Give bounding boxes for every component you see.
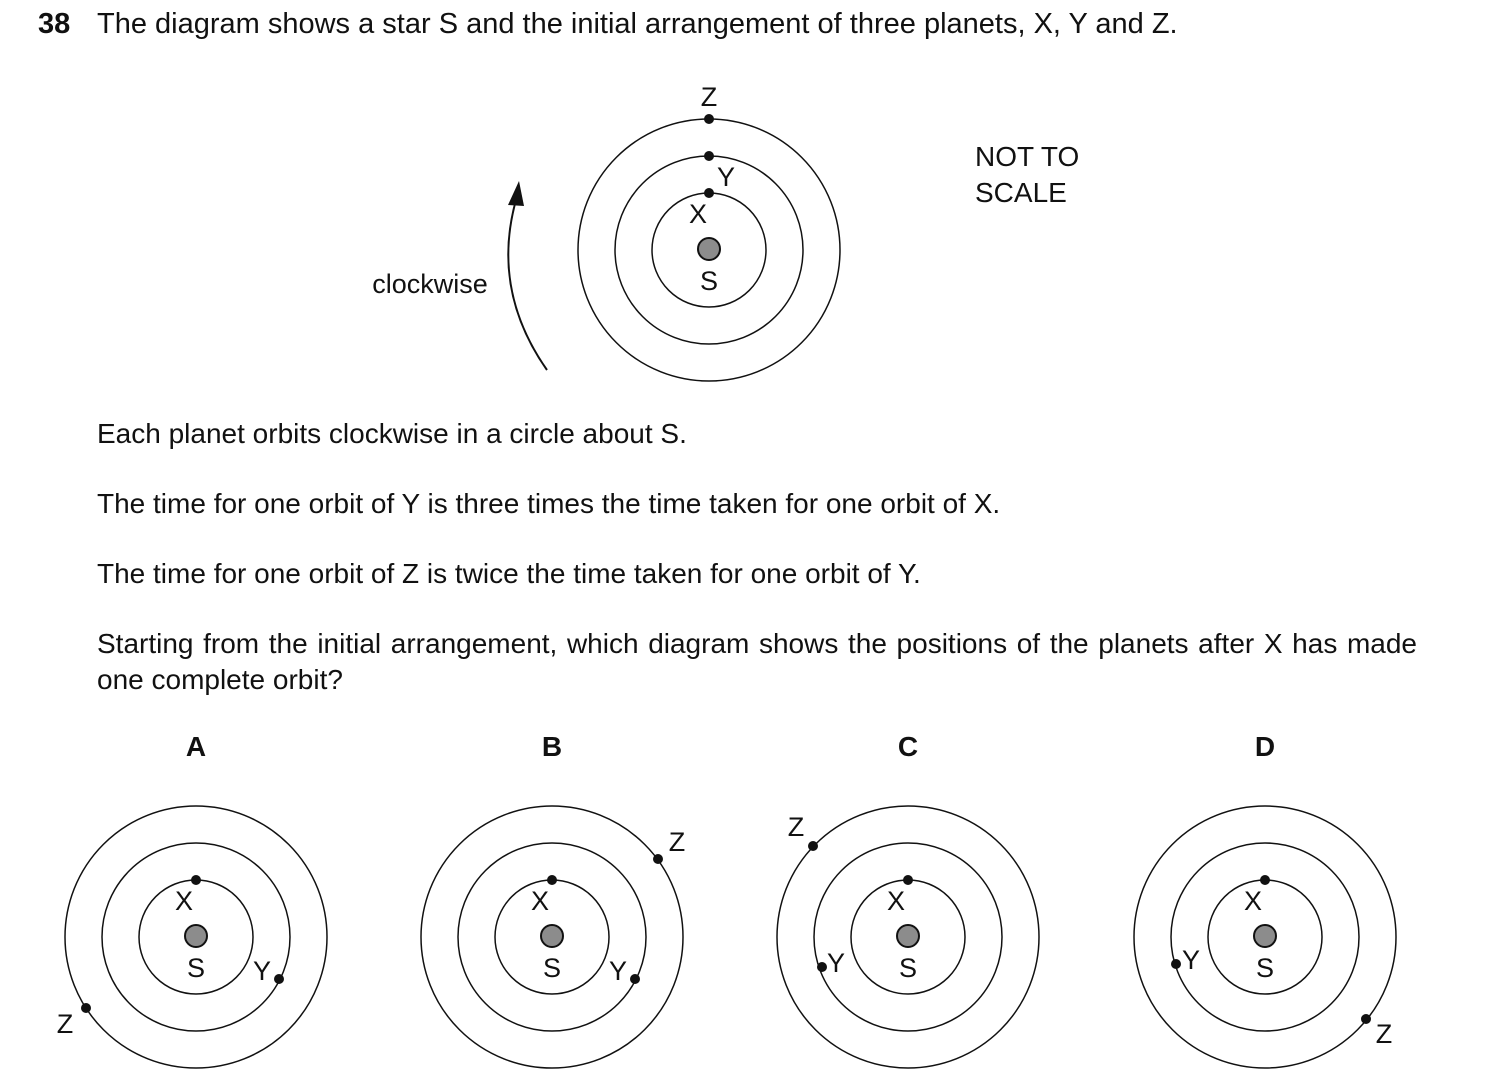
planet-z [704, 114, 714, 124]
arrowhead-icon [508, 181, 524, 206]
star-s [184, 924, 208, 948]
planet-x-label: X [689, 199, 707, 229]
planet-x [1260, 875, 1270, 885]
scale-note-line2: SCALE [975, 177, 1067, 208]
planet-x-label: X [887, 886, 905, 916]
option-a-label[interactable]: A [185, 731, 207, 762]
option-b-label[interactable]: B [541, 731, 563, 762]
star-s [697, 237, 721, 261]
planet-y [1171, 959, 1181, 969]
orbit-y [101, 842, 291, 1032]
planet-y-label: Y [827, 948, 845, 978]
orbit-y [1170, 842, 1360, 1032]
planet-y-label: Y [717, 162, 735, 192]
star-label: S [187, 953, 205, 983]
orbit-y [813, 842, 1003, 1032]
star-label: S [700, 266, 718, 296]
paragraph-question: Starting from the initial arrangement, w… [97, 628, 1417, 695]
clockwise-arrow [507, 199, 548, 371]
option-c-label[interactable]: C [897, 731, 919, 762]
star-s [1253, 924, 1277, 948]
option-d-diagram[interactable]: S X Y Z [1133, 805, 1397, 1069]
main-orbit-diagram: S Z Y X clockwise NOT TO SCALE [372, 82, 1079, 382]
question-stem: The diagram shows a star S and the initi… [97, 8, 1178, 40]
planet-x [704, 188, 714, 198]
planet-z-label: Z [701, 82, 718, 112]
orbit-z [64, 805, 328, 1069]
star-s [540, 924, 564, 948]
planet-y [817, 962, 827, 972]
planet-y-label: Y [609, 956, 627, 986]
option-d-label[interactable]: D [1254, 731, 1276, 762]
planet-y-label: Y [1182, 945, 1200, 975]
planet-x [191, 875, 201, 885]
planet-y-label: Y [253, 956, 271, 986]
star-label: S [543, 953, 561, 983]
star-label: S [899, 953, 917, 983]
paragraph-y-period: The time for one orbit of Y is three tim… [97, 488, 1001, 519]
planet-z-label: Z [1376, 1019, 1393, 1049]
planet-x-label: X [1244, 886, 1262, 916]
paragraph-z-period: The time for one orbit of Z is twice the… [97, 558, 921, 589]
planet-z-label: Z [57, 1009, 74, 1039]
planet-y [274, 974, 284, 984]
paragraph-orbit-direction: Each planet orbits clockwise in a circle… [97, 418, 687, 449]
planet-x [903, 875, 913, 885]
planet-z-label: Z [788, 812, 805, 842]
orbit-z [420, 805, 684, 1069]
question-number: 38 [38, 8, 71, 40]
star-label: S [1256, 953, 1274, 983]
planet-z [808, 841, 818, 851]
option-a-diagram[interactable]: S X Y Z [57, 805, 328, 1069]
option-c-diagram[interactable]: S X Y Z [776, 805, 1040, 1069]
planet-z [653, 854, 663, 864]
planet-y [630, 974, 640, 984]
planet-z-label: Z [669, 827, 686, 857]
option-b-diagram[interactable]: S X Y Z [420, 805, 686, 1069]
planet-x-label: X [175, 886, 193, 916]
star-s [896, 924, 920, 948]
planet-x-label: X [531, 886, 549, 916]
planet-z [81, 1003, 91, 1013]
scale-note-line1: NOT TO [975, 141, 1079, 172]
planet-x [547, 875, 557, 885]
planet-z [1361, 1014, 1371, 1024]
orbit-y [457, 842, 647, 1032]
orbit-z [776, 805, 1040, 1069]
direction-label: clockwise [372, 269, 488, 299]
planet-y [704, 151, 714, 161]
orbit-z [1133, 805, 1397, 1069]
